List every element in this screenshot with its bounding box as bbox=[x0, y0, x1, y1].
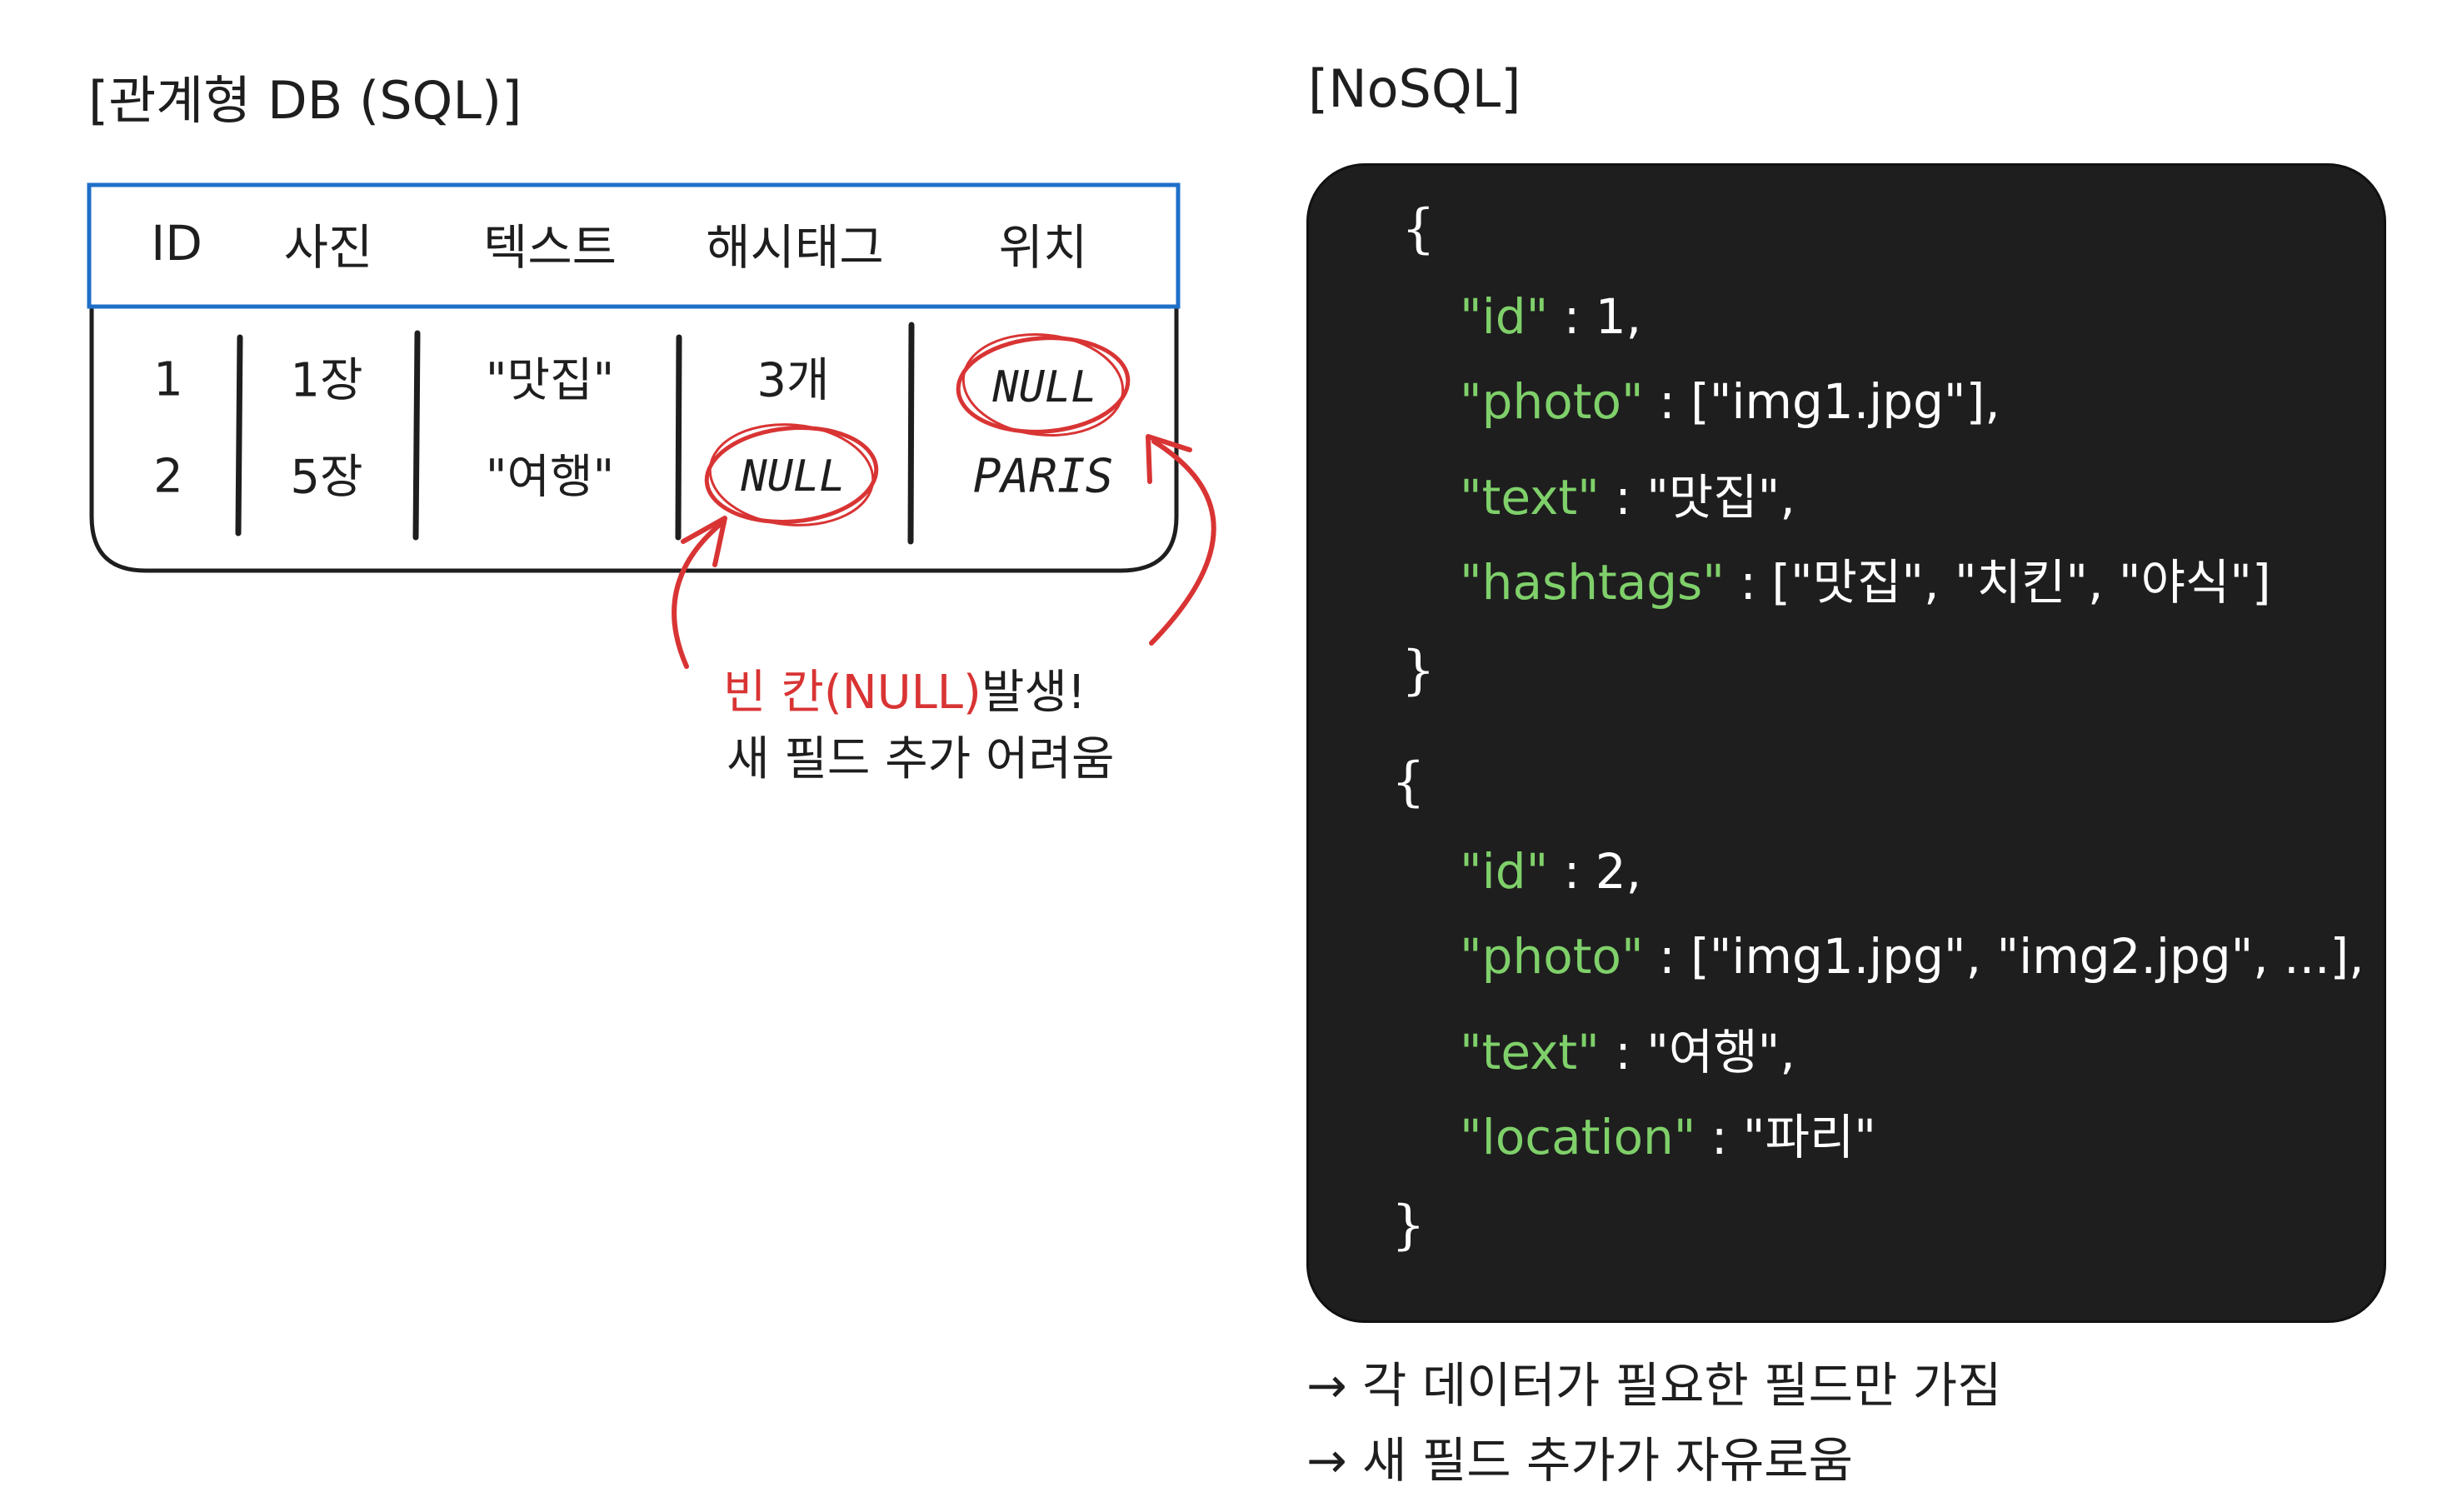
doc2-id-line: "id" : 2, bbox=[1460, 843, 1641, 900]
sql-table-body bbox=[89, 187, 1179, 573]
doc1-id-key: "id" bbox=[1460, 288, 1549, 345]
doc2-id-key: "id" bbox=[1460, 843, 1549, 900]
row1-hashtag: 3개 bbox=[757, 353, 830, 408]
doc1-text-line: "text" : "맛집", bbox=[1460, 458, 1795, 528]
annotation-arrow bbox=[672, 521, 724, 669]
doc2-text-line: "text" : "여행", bbox=[1460, 1013, 1795, 1083]
null-highlight-circle bbox=[956, 336, 1131, 434]
doc2-id-value: : 2, bbox=[1548, 843, 1642, 900]
nosql-title: [NoSQL] bbox=[1308, 58, 1521, 119]
row1-id: 1 bbox=[153, 352, 183, 407]
doc2-text-key: "text" bbox=[1460, 1024, 1600, 1080]
doc1-photo-key: "photo" bbox=[1460, 373, 1644, 430]
annotation-arrowhead bbox=[1146, 434, 1192, 484]
header-photo: 사진 bbox=[283, 219, 373, 276]
header-location: 위치 bbox=[998, 219, 1088, 276]
row2-id: 2 bbox=[153, 449, 183, 504]
doc1-hashtags-line: "hashtags" : ["맛집", "치킨", "야식"] bbox=[1460, 543, 2271, 613]
doc1-id-line: "id" : 1, bbox=[1460, 288, 1641, 345]
row2-text: "여행" bbox=[485, 450, 615, 505]
header-id: ID bbox=[151, 215, 202, 272]
sql-title: [관계형 DB (SQL)] bbox=[88, 70, 522, 131]
doc1-photo-value: : ["img1.jpg"], bbox=[1643, 373, 2000, 430]
null-annotation-black: 발생! bbox=[981, 666, 1086, 720]
annotation-arrowhead bbox=[681, 516, 727, 567]
row2-location: PARIS bbox=[972, 449, 1114, 504]
row1-photo: 1장 bbox=[290, 353, 363, 408]
doc1-text-value: : "맛집", bbox=[1599, 469, 1795, 526]
null-annotation-line2: 새 필드 추가 어려움 bbox=[727, 732, 1115, 786]
header-text: 텍스트 bbox=[482, 219, 617, 276]
header-hashtag: 해시태그 bbox=[706, 219, 884, 276]
doc1-close-brace: } bbox=[1401, 640, 1436, 701]
null-annotation-line1: 빈 칸(NULL)발생! bbox=[723, 655, 1086, 722]
doc1-photo-line: "photo" : ["img1.jpg"], bbox=[1460, 373, 2000, 430]
row2-photo: 5장 bbox=[290, 450, 363, 505]
column-divider bbox=[412, 330, 421, 541]
row1-text: "맛집" bbox=[485, 353, 615, 408]
doc2-close-brace: } bbox=[1391, 1195, 1426, 1256]
null-highlight-circle bbox=[704, 426, 879, 524]
null-annotation-red: 빈 칸(NULL) bbox=[723, 666, 981, 720]
nosql-note-2: → 새 필드 추가가 자유로움 bbox=[1306, 1432, 1853, 1489]
column-divider bbox=[235, 334, 243, 536]
doc1-text-key: "text" bbox=[1460, 469, 1600, 526]
sql-table-header-box bbox=[87, 182, 1181, 309]
column-divider bbox=[675, 334, 682, 541]
doc2-location-line: "location" : "파리" bbox=[1460, 1098, 1876, 1168]
doc2-text-value: : "여행", bbox=[1599, 1024, 1795, 1080]
row1-location-null: NULL bbox=[992, 362, 1097, 412]
doc1-id-value: : 1, bbox=[1548, 288, 1642, 345]
doc2-location-value: : "파리" bbox=[1695, 1109, 1876, 1165]
row2-hashtag-null: NULL bbox=[741, 452, 846, 502]
nosql-note-1: → 각 데이터가 필요한 필드만 가짐 bbox=[1306, 1357, 2002, 1414]
annotation-arrow bbox=[1149, 439, 1216, 646]
doc1-hashtags-value: : ["맛집", "치킨", "야식"] bbox=[1724, 554, 2271, 611]
null-highlight-circle bbox=[708, 423, 875, 526]
null-highlight-circle bbox=[961, 332, 1125, 437]
doc1-hashtags-key: "hashtags" bbox=[1460, 554, 1725, 611]
doc2-photo-value: : ["img1.jpg", "img2.jpg", ...], bbox=[1643, 928, 2365, 985]
doc2-location-key: "location" bbox=[1460, 1109, 1696, 1165]
nosql-code-box bbox=[1306, 163, 2386, 1323]
doc1-open-brace: { bbox=[1401, 198, 1436, 260]
doc2-photo-key: "photo" bbox=[1460, 928, 1644, 985]
doc2-photo-line: "photo" : ["img1.jpg", "img2.jpg", ...], bbox=[1460, 928, 2365, 985]
doc2-open-brace: { bbox=[1391, 751, 1426, 813]
